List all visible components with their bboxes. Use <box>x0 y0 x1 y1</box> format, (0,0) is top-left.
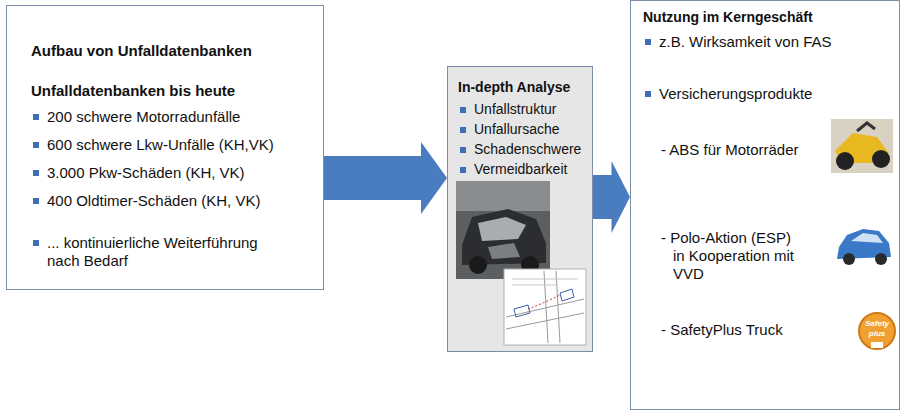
box-heading: Aufbau von Unfalldatenbanken <box>31 42 252 60</box>
list-item: Unfallursache <box>458 121 560 138</box>
list-item: 600 schwere Lkw-Unfälle (KH,VK) <box>31 136 274 154</box>
badge-text: Safety <box>860 319 894 328</box>
list-item: ... kontinuierliche Weiterführung nach B… <box>31 234 291 270</box>
list-item: 3.000 Pkw-Schäden (KH, VK) <box>31 164 245 182</box>
wheel <box>843 253 855 265</box>
photo-background <box>456 181 550 211</box>
list-item: Schadenschwere <box>458 141 581 158</box>
product-icons <box>631 1 901 411</box>
list-item: Vermeidbarkeit <box>458 161 567 178</box>
block-arrow <box>324 142 447 214</box>
box-heading: In-depth Analyse <box>458 79 570 96</box>
block-arrow <box>593 161 630 233</box>
list-item: 400 Oldtimer-Schäden (KH, VK) <box>31 192 260 210</box>
list-item: - ABS für Motorräder <box>661 141 799 159</box>
box-heading: Nutzung im Kerngeschäft <box>643 9 813 26</box>
list-item: 200 schwere Motorradunfälle <box>31 108 240 126</box>
box-heading: Unfalldatenbanken bis heute <box>31 82 235 100</box>
wheel <box>872 150 890 168</box>
content-box: Aufbau von UnfalldatenbankenUnfalldatenb… <box>6 5 324 290</box>
car-window <box>478 217 526 241</box>
sketch-notes <box>512 279 578 285</box>
safetyplus-badge <box>859 313 895 349</box>
badge-text: plus <box>860 329 894 338</box>
sketch-road <box>506 271 584 343</box>
handlebar <box>857 123 875 131</box>
badge-truck <box>871 342 883 348</box>
crash-photo <box>456 181 550 279</box>
list-item: - SafetyPlus Truck <box>661 321 783 339</box>
content-box: Nutzung im Kerngeschäft z.B. Wirksamkeit … <box>630 0 900 410</box>
wheel <box>469 256 487 274</box>
car-window <box>851 233 883 243</box>
wheel <box>875 253 887 265</box>
list-item: - Polo-Aktion (ESP) in Kooperation mit V… <box>661 229 799 283</box>
sketch-trajectory <box>528 295 560 309</box>
wrecked-car <box>462 209 546 265</box>
list-item: z.B. Wirksamkeit von FAS <box>643 33 832 51</box>
list-item: Unfallstruktur <box>458 101 556 118</box>
accident-sketch <box>504 269 586 345</box>
motorcycle-photo <box>831 119 893 173</box>
sketch-vehicles <box>514 289 574 317</box>
list-item: Versicherungsprodukte <box>643 85 812 103</box>
content-box: In-depth AnalyseUnfallstrukturUnfallursa… <box>447 66 593 352</box>
debris <box>488 243 520 259</box>
wheel <box>836 152 854 170</box>
